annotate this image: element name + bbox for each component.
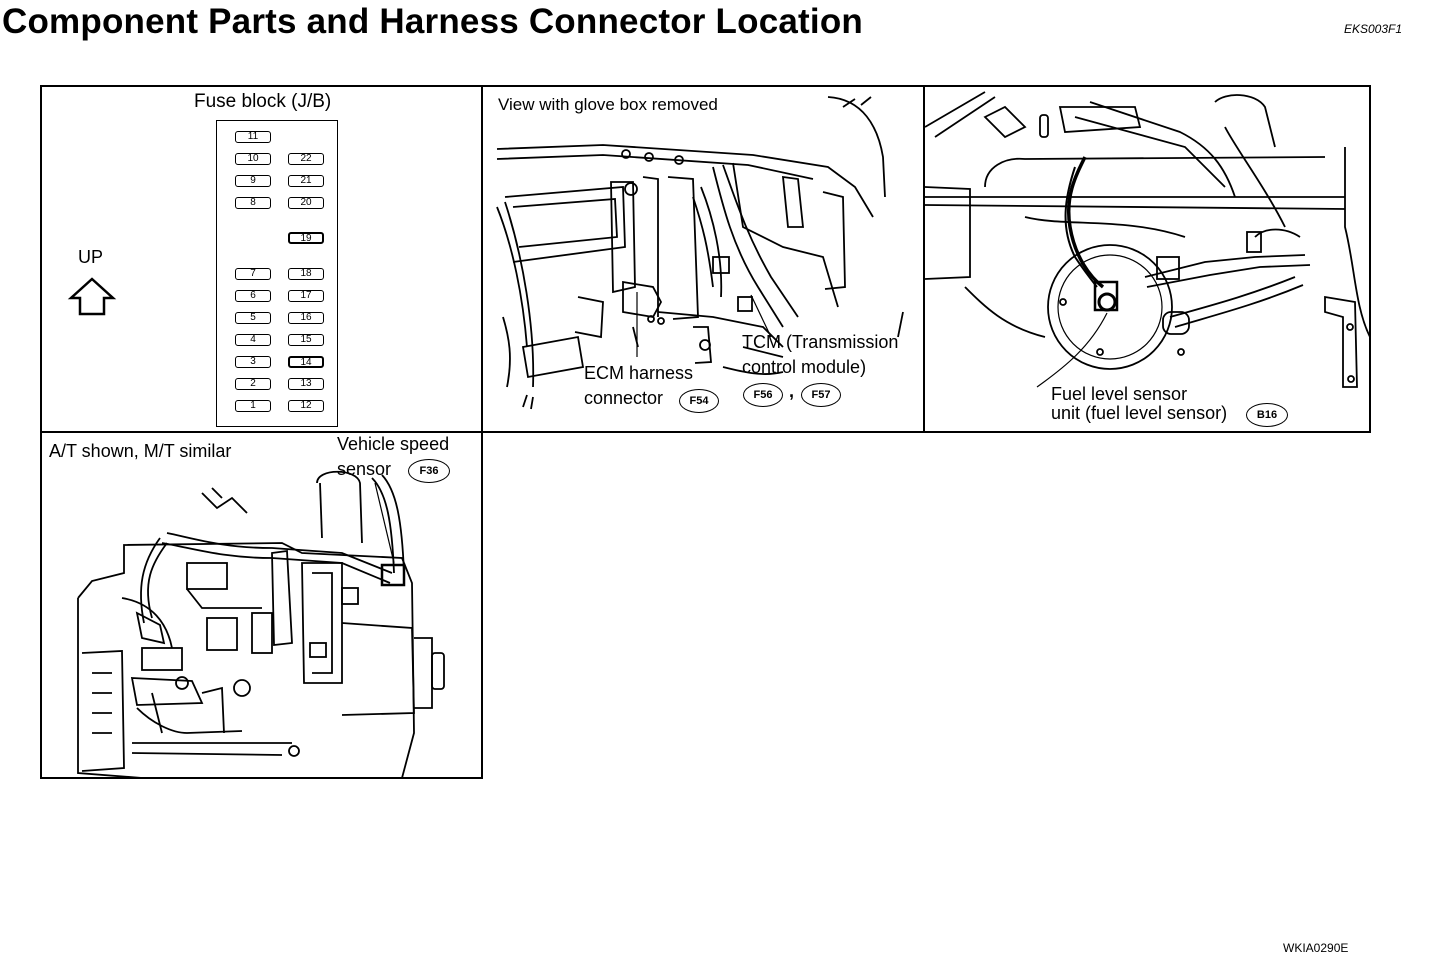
- fuse-slot: 3: [235, 356, 271, 368]
- fuse-slot: 11: [235, 131, 271, 143]
- glove-box-caption: View with glove box removed: [498, 95, 718, 114]
- fuse-slot: 18: [288, 268, 324, 280]
- fuse-slot: 2: [235, 378, 271, 390]
- vss-label-line1: Vehicle speed: [337, 434, 450, 454]
- fuse-slot: 21: [288, 175, 324, 187]
- up-label: UP: [78, 247, 104, 267]
- fuel-sensor-label-line1: Fuel level sensor: [1051, 384, 1188, 404]
- tcm-label-line1: TCM (Transmission: [742, 332, 899, 352]
- vss-label-line2: sensor: [337, 459, 392, 479]
- transmission-panel: A/T shown, M/T similar Vehicle speed sen…: [40, 431, 483, 779]
- page-title: Component Parts and Harness Connector Lo…: [2, 2, 863, 41]
- fuse-slot: 20: [288, 197, 324, 209]
- tcm-label-line2: control module): [742, 357, 867, 377]
- up-arrow-icon: [67, 277, 117, 316]
- dashboard-illustration: [496, 96, 904, 410]
- fuse-slot: 1: [235, 400, 271, 412]
- fuse-slot: 19: [288, 232, 324, 244]
- fuse-slot: 14: [288, 356, 324, 368]
- tcm-connector-badge-2: F57: [801, 383, 841, 407]
- transmission-illustration: [77, 470, 445, 777]
- transmission-caption: A/T shown, M/T similar: [49, 441, 232, 461]
- fuse-slot: 13: [288, 378, 324, 390]
- fuel-tank-illustration: [925, 91, 1369, 388]
- fuse-slot: 8: [235, 197, 271, 209]
- fuel-sensor-panel: Fuel level sensor unit (fuel level senso…: [923, 85, 1371, 433]
- fuse-slot: 7: [235, 268, 271, 280]
- fuse-slot: 17: [288, 290, 324, 302]
- fuel-sensor-connector-badge: B16: [1246, 403, 1288, 427]
- fuse-block-title: Fuse block (J/B): [194, 91, 332, 112]
- vss-connector-badge: F36: [408, 459, 450, 483]
- tcm-connector-badge-1: F56: [743, 383, 783, 407]
- fuse-slot: 6: [235, 290, 271, 302]
- fuse-slot: 22: [288, 153, 324, 165]
- fuse-block-panel: Fuse block (J/B) UP 11 10 9 8 7 6 5 4 3 …: [40, 85, 483, 433]
- ecm-connector-badge: F54: [679, 389, 719, 413]
- figure-code: WKIA0290E: [1283, 941, 1349, 955]
- fuse-slot: 15: [288, 334, 324, 346]
- ecm-label-line2: connector: [584, 388, 664, 408]
- ecm-label-line1: ECM harness: [584, 363, 694, 383]
- fuel-sensor-label-line2: unit (fuel level sensor): [1051, 403, 1228, 423]
- fuse-slot: 9: [235, 175, 271, 187]
- fuse-block-housing: 11 10 9 8 7 6 5 4 3 2 1 22 21 20 19 18 1…: [216, 120, 338, 427]
- fuse-slot: 16: [288, 312, 324, 324]
- document-code: EKS003F1: [1344, 22, 1403, 36]
- tcm-separator: ,: [789, 381, 795, 401]
- fuse-slot: 4: [235, 334, 271, 346]
- fuse-slot: 12: [288, 400, 324, 412]
- fuse-slot: 5: [235, 312, 271, 324]
- glove-box-panel: View with glove box removed ECM harness …: [481, 85, 925, 433]
- fuse-slot: 10: [235, 153, 271, 165]
